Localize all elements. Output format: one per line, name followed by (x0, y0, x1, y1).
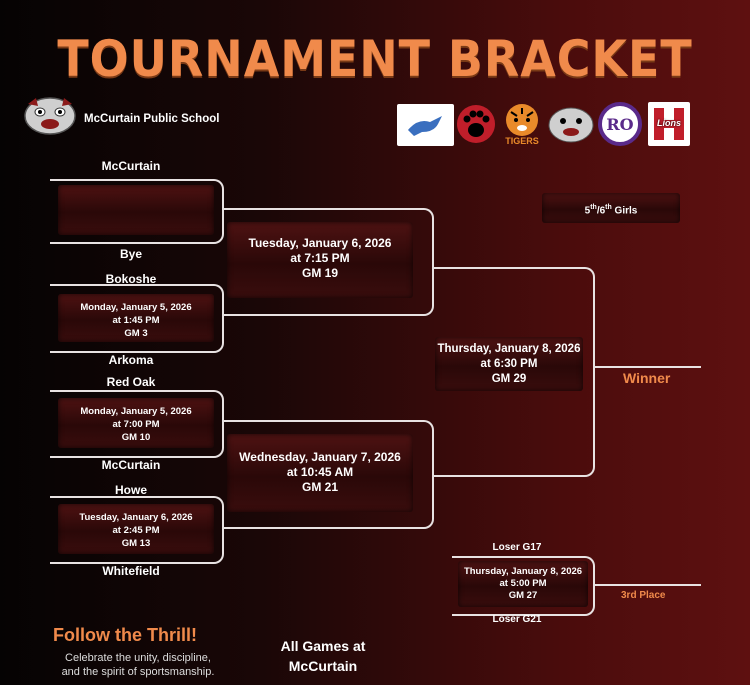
division-badge: 5th/6th Girls (542, 193, 680, 223)
team-label: Red Oak (106, 375, 156, 389)
footer-subtitle: Celebrate the unity, discipline,and the … (61, 652, 215, 678)
winner-label: Winner (623, 370, 671, 386)
team-label: Bye (119, 247, 142, 261)
team-label: Bokoshe (105, 272, 157, 286)
bracket-line-third (452, 556, 595, 616)
footer-title: Follow the Thrill! (53, 625, 197, 645)
page-title: TOURNAMENT BRACKET (57, 30, 693, 88)
bulldog-logo (546, 103, 596, 147)
team-label: Whitefield (102, 564, 160, 578)
third-top-label: Loser G17 (492, 542, 542, 553)
lions-logo-text: Lions (657, 118, 681, 128)
third-place-line (593, 584, 701, 586)
bracket-line-final (432, 267, 595, 477)
bracket-line-r2-1 (222, 208, 434, 316)
bulldog-icon (24, 97, 76, 135)
bracket-line-r1-4 (50, 496, 224, 564)
third-place-label: 3rd Place (621, 590, 666, 601)
school-name: McCurtain Public School (84, 113, 220, 125)
team-label: McCurtain (101, 159, 161, 173)
third-bottom-label: Loser G21 (492, 614, 542, 625)
winner-line (593, 366, 701, 368)
paw-logo (456, 102, 496, 146)
tigers-logo-text: TIGERS (505, 136, 539, 146)
team-label: Arkoma (108, 353, 154, 367)
ro-logo: RO (598, 102, 642, 146)
tigers-logo: TIGERS (499, 102, 545, 150)
bracket-line-r1-2 (50, 284, 224, 353)
game-box-bye (58, 185, 214, 235)
team-label: Howe (114, 483, 147, 497)
team-label: McCurtain (101, 458, 161, 472)
ro-logo-text: RO (606, 115, 634, 134)
mustang-logo (397, 104, 454, 146)
lions-logo: Lions (648, 102, 690, 146)
